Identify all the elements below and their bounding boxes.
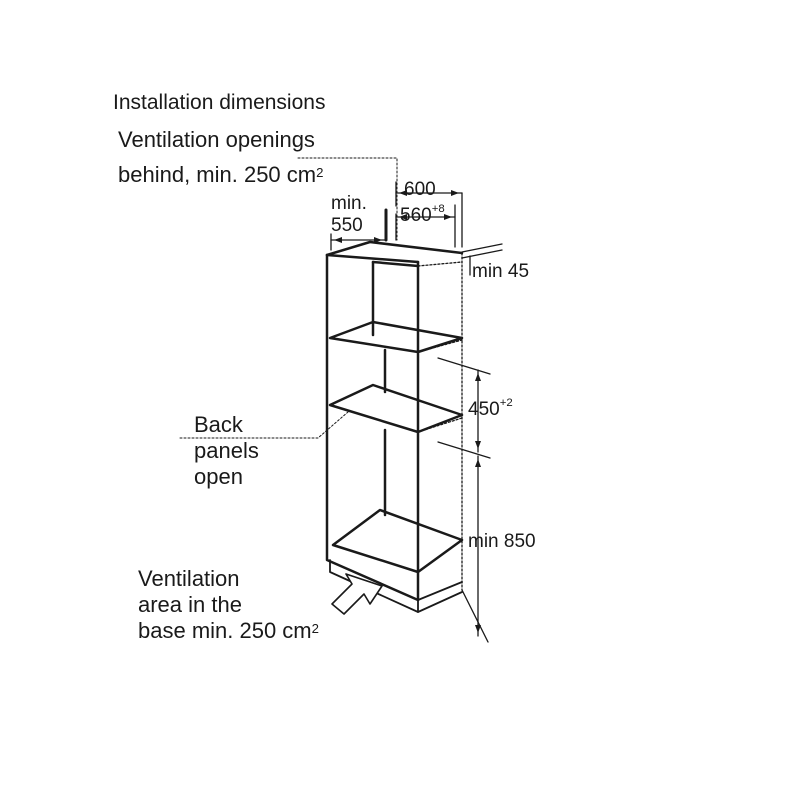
back-panels-line1: Back: [194, 412, 243, 437]
ventilation-base-line2: area in the: [138, 592, 242, 617]
outer-width-label: 600: [404, 179, 436, 200]
depth-min-label: 550: [331, 215, 363, 236]
rear-edge-dotted: [417, 252, 463, 591]
ventilation-base-label: Ventilation area in the base min. 250 cm…: [138, 566, 319, 644]
arrowheads: [334, 190, 481, 633]
back-panels-line2: panels: [194, 438, 259, 463]
back-panels-line3: open: [194, 464, 243, 489]
ventilation-base-line3: base min. 250 cm2: [138, 618, 319, 643]
inner-width-label: 560+8: [400, 203, 445, 226]
ventilation-behind-line2: behind, min. 250 cm2: [118, 162, 324, 187]
ventilation-behind-line1: Ventilation openings: [118, 127, 315, 152]
base-height-label: min 850: [468, 531, 536, 552]
min-label: min.: [331, 193, 367, 214]
ventilation-behind-leader: [297, 157, 398, 241]
niche-height-label: 450+2: [468, 397, 513, 420]
back-panels-label: Back panels open: [194, 412, 259, 490]
ventilation-base-line1: Ventilation: [138, 566, 240, 591]
diagram-title: Installation dimensions: [113, 91, 326, 114]
top-clearance-label: min 45: [472, 261, 530, 282]
back-panels-leader: [179, 411, 349, 439]
ventilation-behind-label: Ventilation openings behind, min. 250 cm…: [118, 127, 323, 188]
cabinet-outline: [325, 240, 464, 602]
ventilation-arrow: [331, 573, 383, 615]
side-dimensions: [437, 243, 503, 643]
